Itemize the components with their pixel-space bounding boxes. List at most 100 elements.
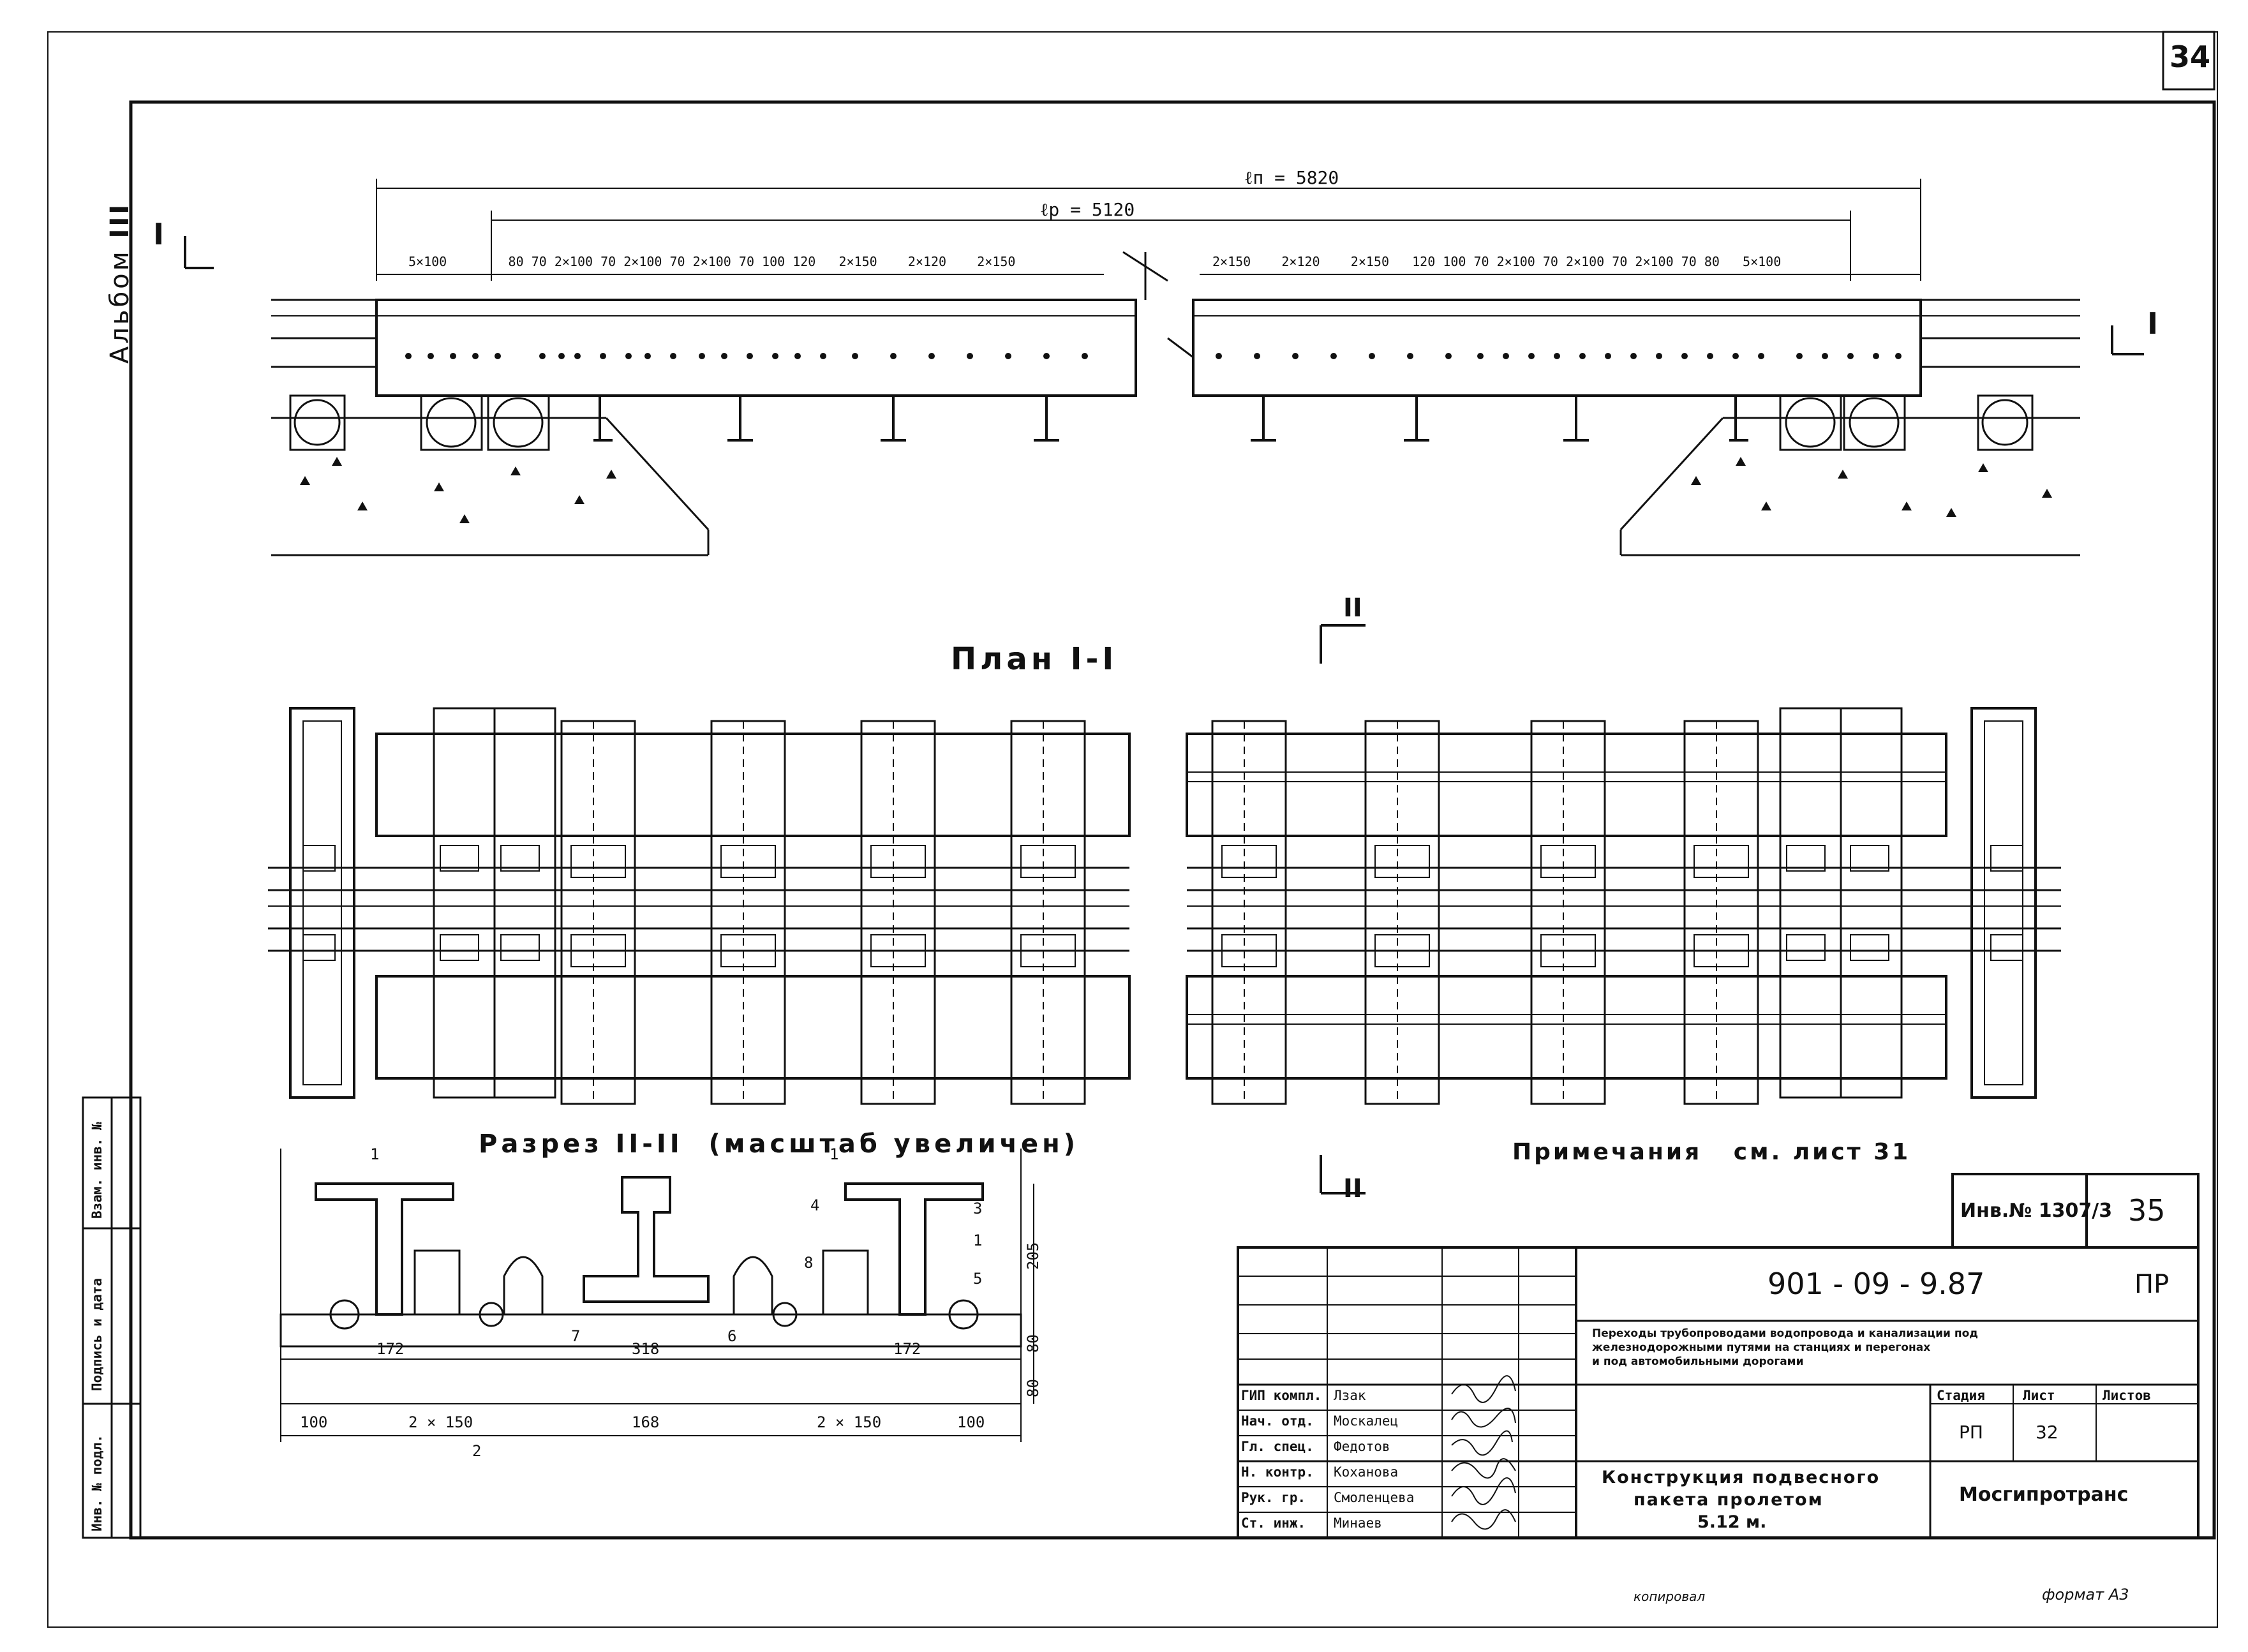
page-number-box: [2162, 31, 2215, 91]
dim: 2×150: [838, 254, 877, 269]
dim: 70: [1681, 254, 1697, 269]
section-marker-I-left: I: [153, 217, 165, 251]
callout-4: 4: [810, 1196, 820, 1214]
dim: 2×100: [1496, 254, 1535, 269]
dim: 120: [1412, 254, 1436, 269]
dim: 70: [669, 254, 685, 269]
sheets-header: Листов: [2103, 1388, 2151, 1403]
top-dim-right: 172: [893, 1340, 921, 1358]
left-dim-strip: 5×100 80 70 2×100 70 2×100 70 2×100 70 1…: [408, 254, 1015, 269]
bottom-dim-5: 100: [957, 1413, 985, 1431]
stage-header: Стадия: [1937, 1388, 1985, 1403]
dim: 80: [508, 254, 524, 269]
staff-name-2: Москалец: [1334, 1413, 1399, 1429]
overall-span-dim: ℓп = 5820: [1244, 167, 1339, 188]
dim: 5×100: [1743, 254, 1782, 269]
staff-role-3: Гл. спец.: [1241, 1439, 1314, 1454]
dim: 2×100: [1566, 254, 1605, 269]
bottom-dim-4: 2 × 150: [817, 1413, 882, 1431]
title-block: [1237, 1173, 2200, 1539]
sheet-header: Лист: [2023, 1388, 2055, 1403]
dim: 2×150: [1212, 254, 1251, 269]
organization-name: Мосгипротранс: [1959, 1484, 2129, 1506]
callout-6: 6: [727, 1327, 737, 1345]
stage-value: РП: [1959, 1422, 1983, 1443]
dim: 2×120: [907, 254, 947, 269]
side-stamp-signature: Подпись и дата: [89, 1277, 105, 1391]
dim: 100: [762, 254, 785, 269]
callout-1b: 1: [830, 1145, 839, 1163]
callout-8: 8: [804, 1254, 814, 1272]
sheet-value: 32: [2036, 1422, 2058, 1443]
drawing-frame: [129, 100, 2216, 1540]
footer-format: формат А3: [2042, 1586, 2129, 1604]
dim: 70: [1612, 254, 1628, 269]
dim: 70: [1473, 254, 1489, 269]
dim: 70: [738, 254, 754, 269]
top-dim-left: 172: [376, 1340, 405, 1358]
dim: 2×120: [1281, 254, 1320, 269]
project-line-2: железнодорожными путями на станциях и пе…: [1592, 1341, 1931, 1354]
side-stamp-inv: Инв. № подл.: [89, 1434, 105, 1531]
dim: 2×100: [623, 254, 662, 269]
sheet-box-number: 35: [2128, 1193, 2166, 1228]
staff-role-1: ГИП компл.: [1241, 1388, 1322, 1403]
callout-1c: 1: [973, 1232, 983, 1249]
callout-1a: 1: [370, 1145, 380, 1163]
callout-2: 2: [472, 1442, 482, 1460]
dim: 5×100: [408, 254, 447, 269]
side-stamp-replace: Взам. инв. №: [89, 1122, 105, 1219]
staff-name-3: Федотов: [1334, 1439, 1390, 1454]
project-line-1: Переходы трубопроводами водопровода и ка…: [1592, 1327, 1978, 1340]
dim: 120: [793, 254, 816, 269]
drawing-title-2: пакета пролетом: [1634, 1490, 1824, 1510]
staff-role-5: Рук. гр.: [1241, 1490, 1306, 1505]
side-stamp: [82, 1096, 142, 1539]
bottom-dim-1: 100: [300, 1413, 328, 1431]
staff-role-4: Н. контр.: [1241, 1464, 1314, 1480]
bottom-dim-3: 168: [632, 1413, 660, 1431]
dim: 70: [1542, 254, 1558, 269]
document-code-suffix: ПР: [2134, 1270, 2170, 1299]
section-title: Разрез II-II (масштаб увеличен): [479, 1129, 1080, 1159]
section-marker-II-bottom: II: [1343, 1174, 1362, 1203]
staff-role-6: Ст. инж.: [1241, 1515, 1306, 1531]
plan-view: [268, 624, 2061, 1194]
staff-name-1: Лзак: [1334, 1388, 1366, 1403]
height-dim-1: 205: [1024, 1242, 1042, 1270]
dim: 2×100: [1635, 254, 1674, 269]
rail-span-dim: ℓр = 5120: [1040, 199, 1135, 220]
dim: 2×100: [554, 254, 593, 269]
notes-label: Примечания см. лист 31: [1512, 1139, 1911, 1165]
project-line-3: и под автомобильными дорогами: [1592, 1355, 1804, 1368]
staff-name-5: Смоленцева: [1334, 1490, 1415, 1505]
dim: 70: [600, 254, 616, 269]
drawing-title-3: 5.12 м.: [1697, 1512, 1767, 1532]
top-dim-mid: 318: [632, 1340, 660, 1358]
section-marker-II-top: II: [1343, 593, 1362, 623]
document-code: 901 - 09 - 9.87: [1768, 1267, 1985, 1301]
signatures: [1451, 1375, 1516, 1530]
plan-title: План I-I: [951, 641, 1118, 677]
staff-role-2: Нач. отд.: [1241, 1413, 1314, 1429]
dim: 2×150: [977, 254, 1016, 269]
dim: 2×100: [692, 254, 731, 269]
staff-name-4: Коханова: [1334, 1464, 1399, 1480]
callout-3: 3: [973, 1200, 983, 1217]
staff-name-6: Минаев: [1334, 1515, 1382, 1531]
elevation-view: [184, 179, 2144, 556]
dim: 80: [1704, 254, 1720, 269]
footer-copied: копировал: [1634, 1589, 1706, 1604]
callout-7: 7: [571, 1327, 581, 1345]
dim: 100: [1443, 254, 1466, 269]
drawing-title-1: Конструкция подвесного: [1602, 1468, 1880, 1487]
inventory-number: Инв.№ 1307/3: [1960, 1200, 2113, 1222]
album-label: Альбом III: [105, 202, 135, 364]
section-view: [279, 1149, 1034, 1442]
callout-5: 5: [973, 1270, 983, 1288]
dim: 2×150: [1350, 254, 1389, 269]
dim: 70: [531, 254, 547, 269]
section-marker-I-right: I: [2147, 306, 2159, 341]
